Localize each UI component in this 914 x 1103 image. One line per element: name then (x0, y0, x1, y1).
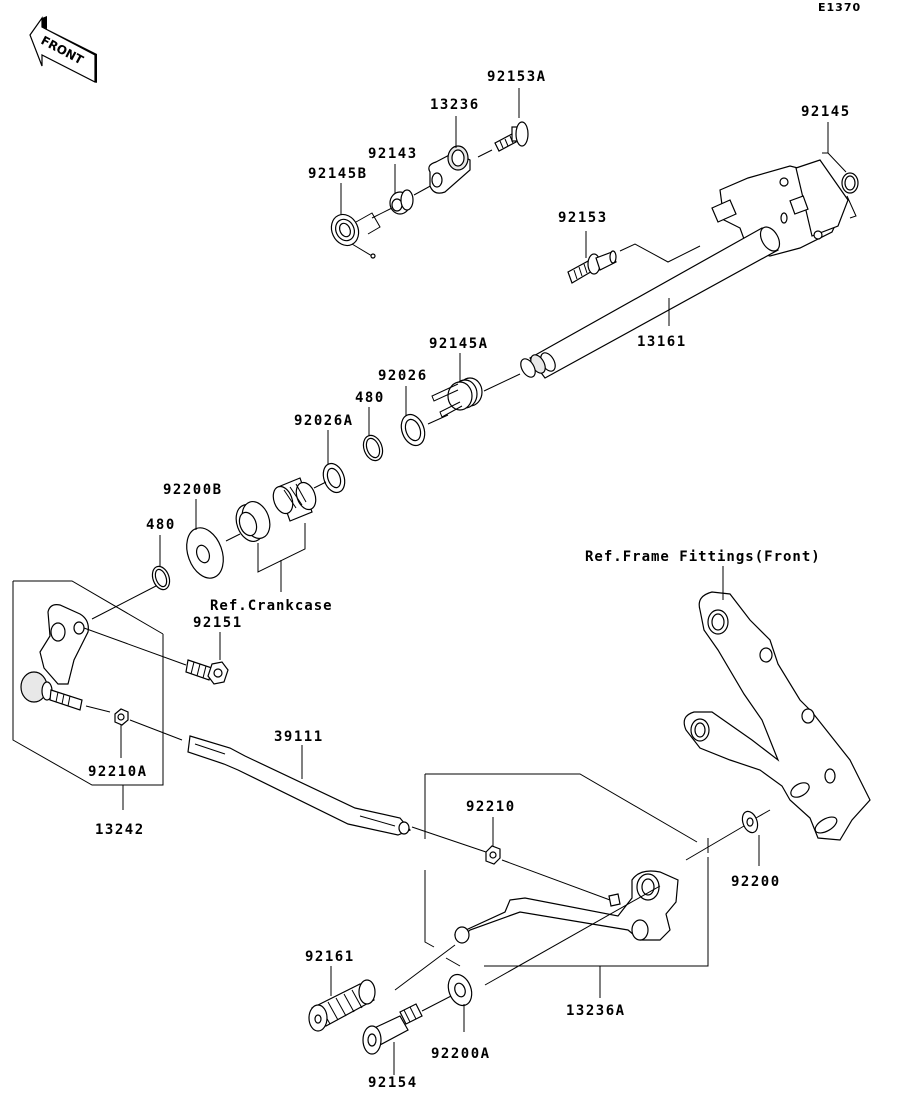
label-92151: 92151 (193, 615, 243, 631)
part-92145-spring[interactable] (822, 152, 859, 219)
part-oil-seal[interactable] (231, 498, 274, 546)
label-92210: 92210 (466, 799, 516, 815)
part-480-circlip-lower[interactable] (149, 564, 172, 592)
part-92154-bolt[interactable] (362, 1003, 423, 1055)
label-92153: 92153 (558, 210, 608, 226)
front-arrow-icon: FRONT (29, 16, 97, 83)
part-13236-lever[interactable] (428, 145, 471, 194)
part-92151-bolt[interactable] (185, 659, 229, 685)
part-92210A-nut[interactable] (114, 708, 129, 726)
label-480-upper: 480 (355, 390, 385, 406)
label-480-lower: 480 (146, 517, 176, 533)
part-ref-frame-fitting[interactable] (683, 591, 871, 841)
part-92153-bolt[interactable] (567, 250, 617, 284)
label-92026: 92026 (378, 368, 428, 384)
part-92153A-bolt[interactable] (494, 121, 529, 152)
part-92200B-washer[interactable] (180, 523, 230, 583)
label-ref-crankcase: Ref.Crankcase (210, 598, 333, 614)
part-92026A-washer[interactable] (319, 460, 348, 495)
label-92145B: 92145B (308, 166, 368, 182)
label-92200B: 92200B (163, 482, 223, 498)
label-13236A: 13236A (566, 1003, 626, 1019)
label-92200: 92200 (731, 874, 781, 890)
label-92200A: 92200A (431, 1046, 491, 1062)
label-92145: 92145 (801, 104, 851, 120)
part-39111-tie-rod[interactable] (187, 735, 411, 836)
label-92026A: 92026A (294, 413, 354, 429)
label-ref-frame-fittings: Ref.Frame Fittings(Front) (585, 549, 821, 565)
label-13242: 13242 (95, 822, 145, 838)
part-92200-washer[interactable] (740, 809, 761, 834)
label-92161: 92161 (305, 949, 355, 965)
part-480-circlip-upper[interactable] (360, 433, 386, 464)
part-needle-bearing[interactable] (270, 477, 319, 522)
label-92154: 92154 (368, 1075, 418, 1091)
part-13161-shift-shaft[interactable] (518, 159, 849, 380)
label-13161: 13161 (637, 334, 687, 350)
label-92145A: 92145A (429, 336, 489, 352)
part-92145B-spring[interactable] (326, 210, 381, 259)
part-92200A-washer[interactable] (444, 971, 476, 1009)
label-92153A: 92153A (487, 69, 547, 85)
label-92210A: 92210A (88, 764, 148, 780)
part-92161-pedal-rubber[interactable] (308, 979, 376, 1032)
part-92143-collar[interactable] (389, 189, 414, 215)
part-13236A-shift-pedal[interactable] (453, 870, 679, 944)
part-13242-shift-lever[interactable] (20, 604, 89, 711)
label-92143: 92143 (368, 146, 418, 162)
label-13236: 13236 (430, 97, 480, 113)
diagram-code: E1370 (818, 1, 861, 14)
part-92145A-spring[interactable] (431, 377, 483, 418)
label-39111: 39111 (274, 729, 324, 745)
part-92210-nut[interactable] (485, 845, 501, 865)
part-92026-washer[interactable] (397, 411, 429, 449)
